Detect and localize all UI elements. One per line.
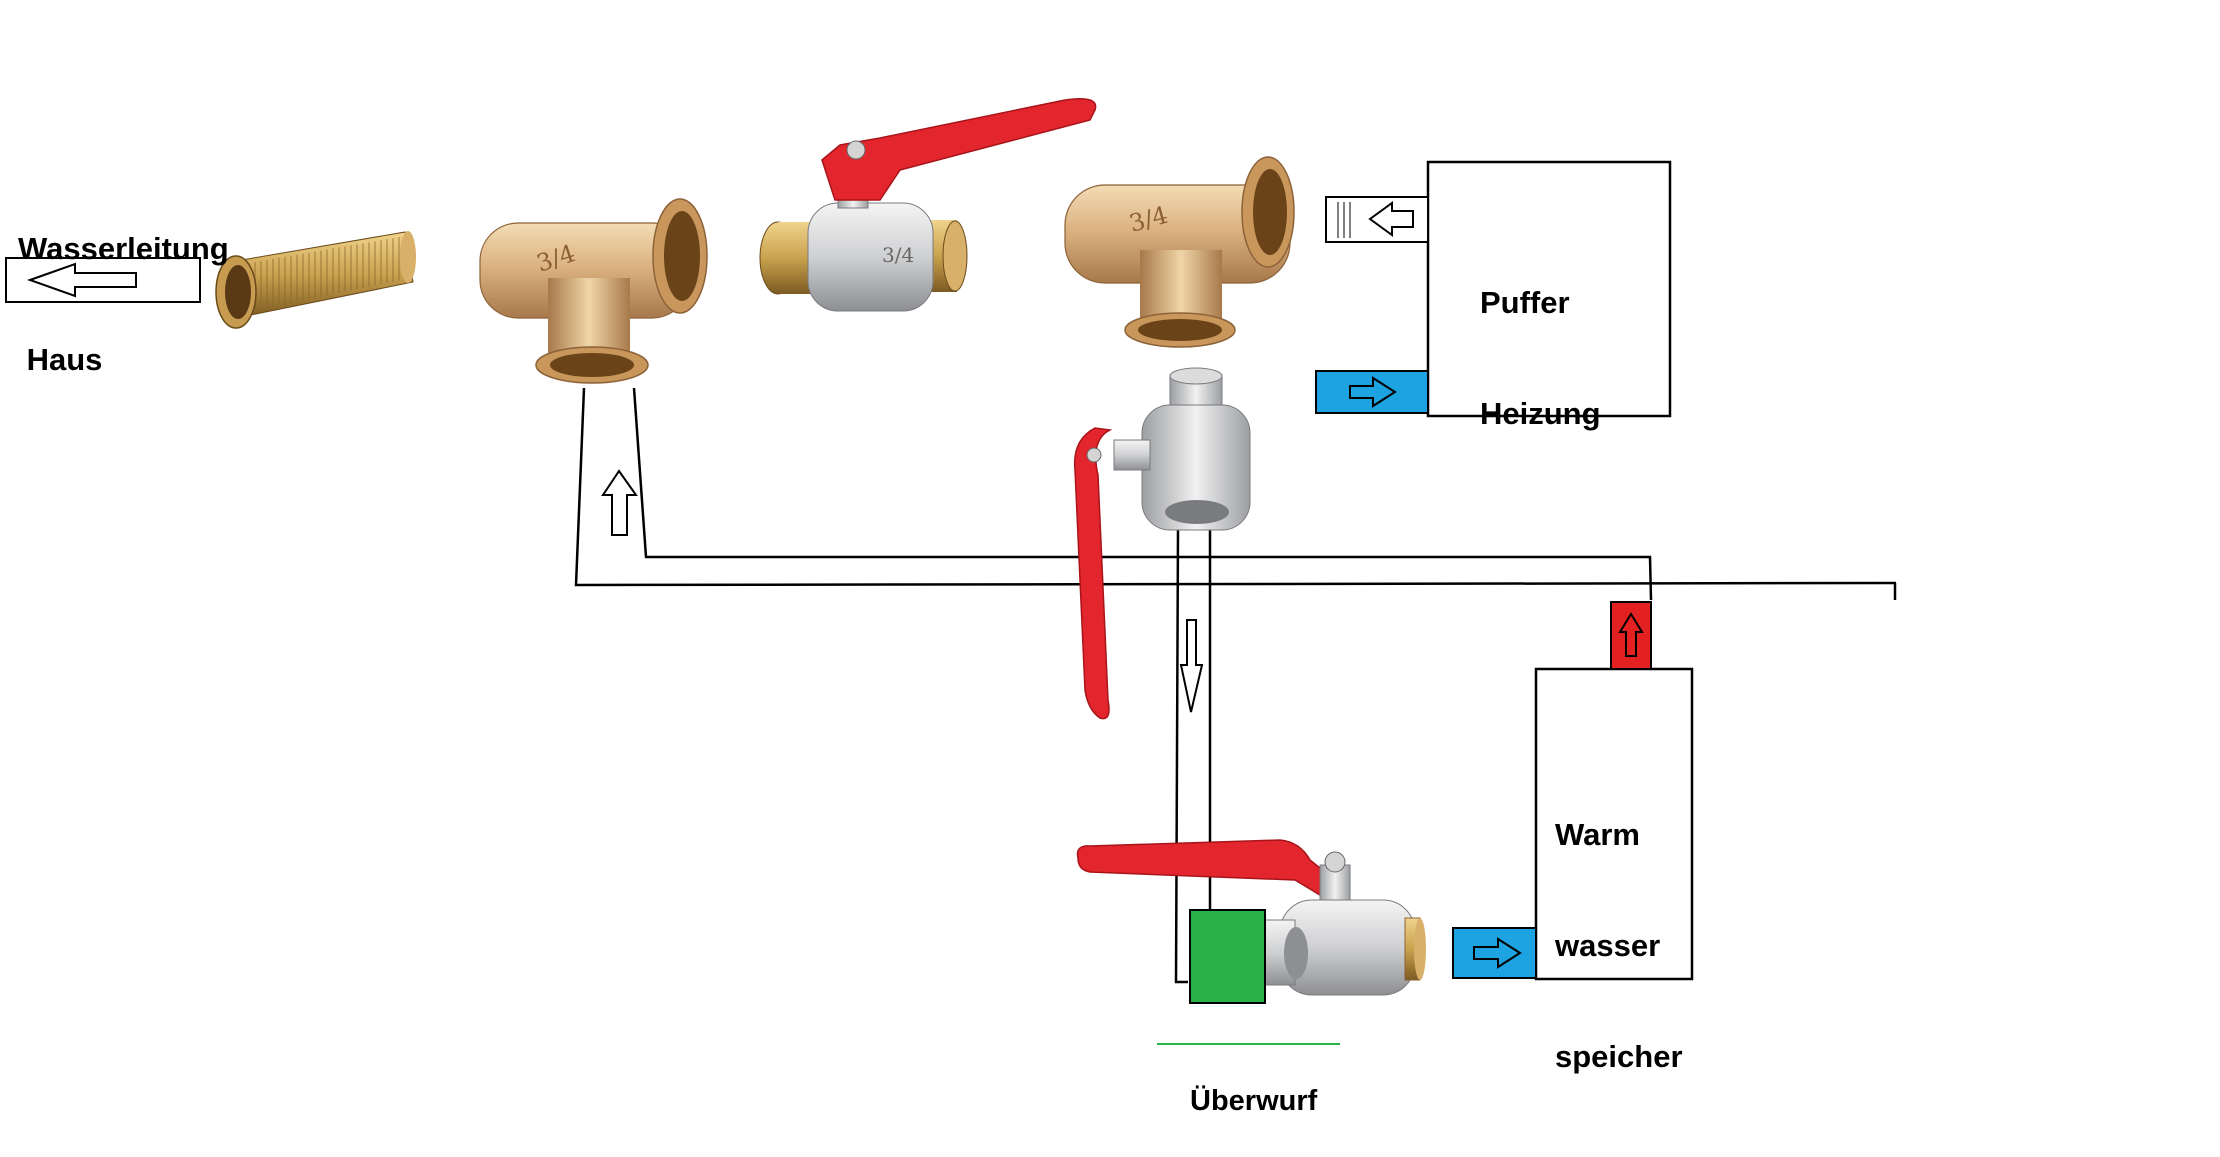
arrow-right-icon	[1473, 937, 1522, 969]
ball-valve-icon	[1076, 839, 1426, 996]
union-nut-label: Überwurf	[1190, 1085, 1318, 1117]
pipe-lines	[574, 387, 1897, 984]
arrow-left-icon	[27, 262, 137, 298]
plumbing-diagram: 3/4 3/4 3/4	[5, 98, 1897, 1045]
arrow-up-icon	[601, 469, 638, 536]
hot-water-tank-label: Warm wasser speicher	[1555, 817, 1683, 1074]
brass-tee-icon: 3/4	[479, 198, 708, 384]
brass-tee-icon: 3/4	[1064, 156, 1295, 348]
ball-valve-icon: 3/4	[759, 98, 1097, 312]
union-nut-box	[1189, 909, 1266, 1004]
arrow-left-icon	[1368, 201, 1414, 237]
arrow-up-icon	[1618, 612, 1644, 657]
ball-valve-icon	[1073, 367, 1251, 720]
house-line-label: Wasserleitung Haus	[18, 231, 229, 377]
valve-size-mark: 3/4	[882, 243, 914, 267]
arrow-down-icon	[1179, 619, 1204, 713]
buffer-tank-box	[1426, 160, 1672, 418]
brass-nipple-icon	[215, 231, 416, 329]
arrow-right-icon	[1349, 376, 1397, 408]
hot-water-tank-box	[1534, 667, 1694, 981]
buffer-label: Puffer Heizung	[1480, 285, 1601, 431]
